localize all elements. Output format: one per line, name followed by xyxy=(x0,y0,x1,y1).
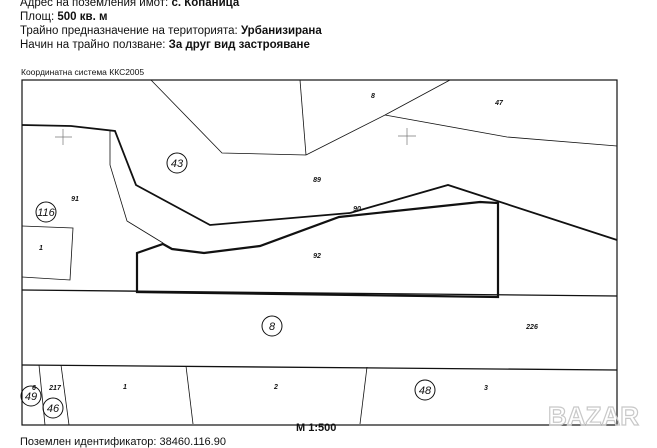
usage-label: Начин на трайно ползване: xyxy=(20,39,166,51)
parcel-label: 2 xyxy=(273,384,278,391)
grid-cross-marker xyxy=(55,129,72,145)
parcel-boundary xyxy=(305,79,451,156)
parcel-label: 6 xyxy=(32,385,36,392)
parcel-label: 47 xyxy=(494,100,504,107)
parcel-boundary xyxy=(384,114,618,147)
parcel-label: 226 xyxy=(525,324,538,331)
parcel-label-92: 92 xyxy=(313,253,321,260)
parcel-label: 217 xyxy=(48,385,62,392)
parcel-label: 89 xyxy=(313,177,321,184)
parcel-boundary-thick xyxy=(21,124,351,226)
purpose-line: Трайно предназначение на територията: Ур… xyxy=(20,24,322,38)
map-scale: М 1:500 xyxy=(296,422,337,434)
block-number: 116 xyxy=(37,207,55,219)
coordinate-system: Координатна система ККС2005 xyxy=(21,67,145,77)
address-label: Адрес на поземления имот: xyxy=(20,0,169,9)
block-number: 48 xyxy=(419,385,432,397)
map-frame xyxy=(21,79,618,426)
address-line: Адрес на поземления имот: с. Копаница xyxy=(20,0,239,10)
road-boundary xyxy=(21,289,618,297)
parcel-boundary xyxy=(109,131,164,244)
parcel-boundary xyxy=(150,79,307,156)
building-1 xyxy=(21,225,74,281)
parcel-label: 90 xyxy=(353,206,361,213)
parcel-identifier: Поземлен идентификатор: 38460.116.90 xyxy=(20,436,226,448)
block-number: 8 xyxy=(269,321,276,333)
usage-value: За друг вид застрояване xyxy=(168,39,310,51)
grid-cross-marker xyxy=(398,128,416,145)
block-number: 46 xyxy=(47,403,60,415)
parcel-label: 8 xyxy=(371,93,375,100)
parcel-label: 3 xyxy=(484,385,488,392)
road-boundary xyxy=(21,364,618,371)
parcel-boundary xyxy=(299,79,307,156)
area-line: Площ: 500 кв. м xyxy=(20,10,107,24)
area-value: 500 кв. м xyxy=(57,11,108,23)
parcel-label: 1 xyxy=(123,384,127,391)
purpose-label: Трайно предназначение на територията: xyxy=(20,25,238,37)
usage-line: Начин на трайно ползване: За друг вид за… xyxy=(20,38,310,52)
block-number: 43 xyxy=(171,158,184,170)
block-number: 49 xyxy=(25,391,37,403)
parcel-92-outline xyxy=(135,200,500,299)
area-label: Площ: xyxy=(20,11,55,23)
address-value: с. Копаница xyxy=(171,0,240,9)
parcel-boundary-thick xyxy=(349,184,618,241)
bazar-watermark: BAZAR xyxy=(548,401,639,431)
purpose-value: Урбанизирана xyxy=(240,25,322,37)
building-label: 1 xyxy=(39,245,43,252)
parcel-label: 91 xyxy=(71,196,79,203)
